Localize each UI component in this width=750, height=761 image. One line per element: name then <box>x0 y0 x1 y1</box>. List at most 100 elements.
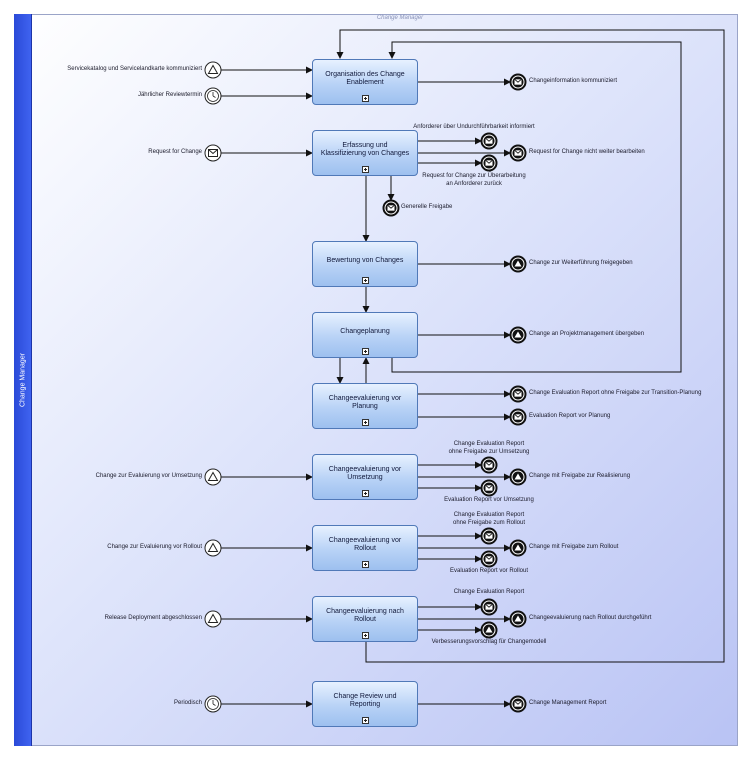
expand-icon[interactable] <box>362 632 369 639</box>
start-label: Periodisch <box>173 700 202 706</box>
envelope-icon <box>514 391 522 397</box>
clock-icon <box>207 698 219 710</box>
start-event-signal <box>204 61 222 79</box>
task-label: Changeevaluierung vor Rollout <box>328 536 402 552</box>
start-label: Jährlicher Reviewtermin <box>137 92 202 98</box>
task-label: Erfassung und Klassifizierung von Change… <box>320 141 410 157</box>
task-label: Changeevaluierung vor Umsetzung <box>328 465 402 481</box>
end-label: Change mit Freigabe zum Rollout <box>529 544 619 550</box>
end-event-message <box>480 479 498 497</box>
end-label: Change Evaluation Report <box>453 589 525 595</box>
pool-title: Change Manager <box>376 15 424 21</box>
task-label: Bewertung von Changes <box>326 256 404 264</box>
envelope-icon <box>514 150 522 156</box>
expand-icon[interactable] <box>362 419 369 426</box>
envelope-icon <box>485 138 493 144</box>
end-event-message <box>509 408 527 426</box>
end-label: Change mit Freigabe zur Realisierung <box>529 473 631 479</box>
end-label: Verbesserungsvorschlag für Changemodell <box>431 639 547 645</box>
loop-line <box>336 29 725 663</box>
end-label: Changeinformation kommuniziert <box>529 78 618 84</box>
lane-header <box>14 14 32 746</box>
start-label: Request for Change <box>148 149 202 155</box>
task-eval-umsetzung[interactable]: Changeevaluierung vor Umsetzung <box>312 454 418 500</box>
triangle-icon <box>207 542 219 552</box>
task-review[interactable]: Change Review und Reporting <box>312 681 418 727</box>
end-event-message <box>480 154 498 172</box>
end-event-message <box>509 73 527 91</box>
envelope-icon <box>485 485 493 491</box>
end-event-message <box>480 550 498 568</box>
task-label: Organisation des Change Enablement <box>325 70 405 86</box>
end-label: Change zur Weiterführung freigegeben <box>529 260 633 266</box>
end-label: Change Evaluation Report ohne Freigabe z… <box>448 441 530 455</box>
triangle-icon <box>514 615 522 622</box>
start-label: Change zur Evaluierung vor Rollout <box>107 544 202 550</box>
start-events <box>204 61 222 713</box>
end-label: Request for Change zur Überarbeitung an … <box>422 173 526 187</box>
envelope-icon <box>514 701 522 707</box>
task-erfassung[interactable]: Erfassung und Klassifizierung von Change… <box>312 130 418 176</box>
triangle-icon <box>514 331 522 338</box>
task-bewertung[interactable]: Bewertung von Changes <box>312 241 418 287</box>
triangle-icon <box>514 473 522 480</box>
start-event-timer <box>204 695 222 713</box>
end-label: Change Evaluation Report ohne Freigabe z… <box>529 390 702 396</box>
start-label: Release Deployment abgeschlossen <box>104 615 202 621</box>
end-event-message <box>509 144 527 162</box>
start-event-signal <box>204 610 222 628</box>
end-event-signal <box>480 621 498 639</box>
expand-icon[interactable] <box>362 490 369 497</box>
envelope-icon <box>514 414 522 420</box>
envelope-icon <box>485 604 493 610</box>
end-event-signal <box>509 468 527 486</box>
envelope-icon <box>485 160 493 166</box>
end-events <box>382 73 527 713</box>
end-event-signal <box>509 539 527 557</box>
envelope-icon <box>485 556 493 562</box>
envelope-icon <box>387 205 395 211</box>
end-label: Evaluation Report vor Rollout <box>449 568 529 574</box>
expand-icon[interactable] <box>362 95 369 102</box>
envelope-icon <box>485 462 493 468</box>
triangle-icon <box>207 471 219 481</box>
end-event-message <box>480 456 498 474</box>
end-event-message <box>382 199 400 217</box>
end-label: Change Management Report <box>529 700 607 706</box>
task-label: Changeplanung <box>340 327 390 335</box>
start-event-signal <box>204 468 222 486</box>
expand-icon[interactable] <box>362 348 369 355</box>
end-event-signal <box>509 610 527 628</box>
end-label: Change Evaluation Report ohne Freigabe z… <box>452 512 526 526</box>
task-eval-planung[interactable]: Changeevaluierung vor Planung <box>312 383 418 429</box>
task-eval-nach-rollout[interactable]: Changeevaluierung nach Rollout <box>312 596 418 642</box>
triangle-icon <box>485 626 493 633</box>
end-event-signal <box>509 326 527 344</box>
task-label: Changeevaluierung nach Rollout <box>326 607 404 623</box>
end-event-message <box>509 385 527 403</box>
end-event-message <box>480 527 498 545</box>
task-changeplanung[interactable]: Changeplanung <box>312 312 418 358</box>
expand-icon[interactable] <box>362 277 369 284</box>
start-event-message <box>204 144 222 162</box>
end-event-message <box>509 695 527 713</box>
end-event-message <box>480 598 498 616</box>
task-eval-rollout[interactable]: Changeevaluierung vor Rollout <box>312 525 418 571</box>
start-label: Change zur Evaluierung vor Umsetzung <box>95 473 202 479</box>
triangle-icon <box>207 64 219 74</box>
task-label: Changeevaluierung vor Planung <box>328 394 402 410</box>
expand-icon[interactable] <box>362 717 369 724</box>
triangle-icon <box>514 260 522 267</box>
expand-icon[interactable] <box>362 166 369 173</box>
start-event-timer <box>204 87 222 105</box>
end-label: Changeevaluierung nach Rollout durchgefü… <box>529 615 652 621</box>
loop-line <box>388 41 682 373</box>
task-organisation[interactable]: Organisation des Change Enablement <box>312 59 418 105</box>
start-label: Servicekatalog und Servicelandkarte komm… <box>67 66 202 72</box>
end-label: Change an Projektmanagement übergeben <box>529 331 645 337</box>
end-event-signal <box>509 255 527 273</box>
clock-icon <box>207 90 219 102</box>
end-label: Evaluation Report vor Planung <box>529 413 611 419</box>
expand-icon[interactable] <box>362 561 369 568</box>
